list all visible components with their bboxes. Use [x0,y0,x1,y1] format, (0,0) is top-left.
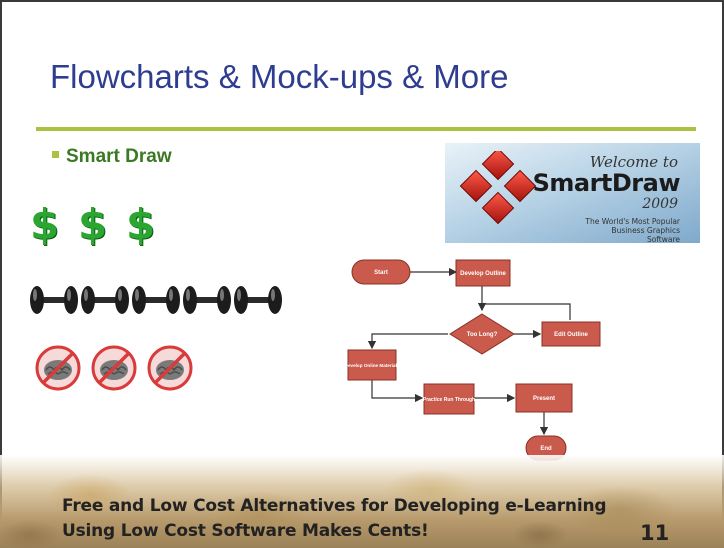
flow-node-practice-run [423,383,475,415]
smartdraw-splash-image: Welcome to SmartDraw 2009 The World's Mo… [445,143,700,243]
flow-node-too-long [449,313,515,355]
flow-node-develop-online [347,349,397,381]
smartdraw-logo-icon [459,151,537,225]
flow-label-edit-outline: Edit Outline [554,332,588,338]
flow-label-start: Start [374,270,388,276]
dollar-sign-icon: $ [78,200,108,249]
flow-label-present: Present [533,396,555,402]
slide-title: Flowcharts & Mock-ups & More [50,58,509,95]
flow-label-develop-online: Develop Online Materials [345,363,400,368]
dumbbell-icon [81,286,129,314]
dumbbell-icon [30,286,78,314]
flow-label-develop-outline: Develop Outline [460,271,506,277]
no-brain-icon [147,345,193,391]
flow-label-too-long: Too Long? [467,332,498,338]
footer-subtitle: Using Low Cost Software Makes Cents! [62,521,429,541]
flow-label-end: End [540,446,552,452]
bullet-label: Smart Draw [66,146,172,167]
title-divider [36,127,696,131]
flow-label-practice-run: Practice Run Through [423,397,475,403]
effort-rating [28,282,288,322]
slide-border-left [0,0,2,548]
slide-border-top [0,0,724,2]
bullet-item: Smart Draw [52,146,172,168]
splash-brand-name: SmartDraw [532,169,681,197]
dumbbell-icon [132,286,180,314]
slide-number: 11 [640,521,670,545]
flow-node-edit-outline [541,321,601,347]
dollar-sign-icon: $ [126,200,156,249]
slide-border-right [722,0,724,548]
dumbbell-icon [234,286,282,314]
footer-course-title: Free and Low Cost Alternatives for Devel… [62,496,607,516]
splash-tagline: The World's Most Popular Business Graphi… [585,217,680,243]
flow-node-present [515,383,573,413]
flow-node-develop-outline [455,259,511,287]
flow-node-start [351,259,411,285]
bullet-square-icon [52,151,59,159]
dumbbell-icon [183,286,231,314]
footer-banner: Free and Low Cost Alternatives for Devel… [0,455,724,548]
splash-year: 2009 [642,196,678,212]
no-brain-icon [91,345,137,391]
flowchart-example: Start Develop Outline Too Long? Edit Out… [342,248,628,470]
no-brain-icon [35,345,81,391]
splash-welcome-text: Welcome to [589,153,678,171]
dollar-sign-icon: $ [30,200,60,249]
